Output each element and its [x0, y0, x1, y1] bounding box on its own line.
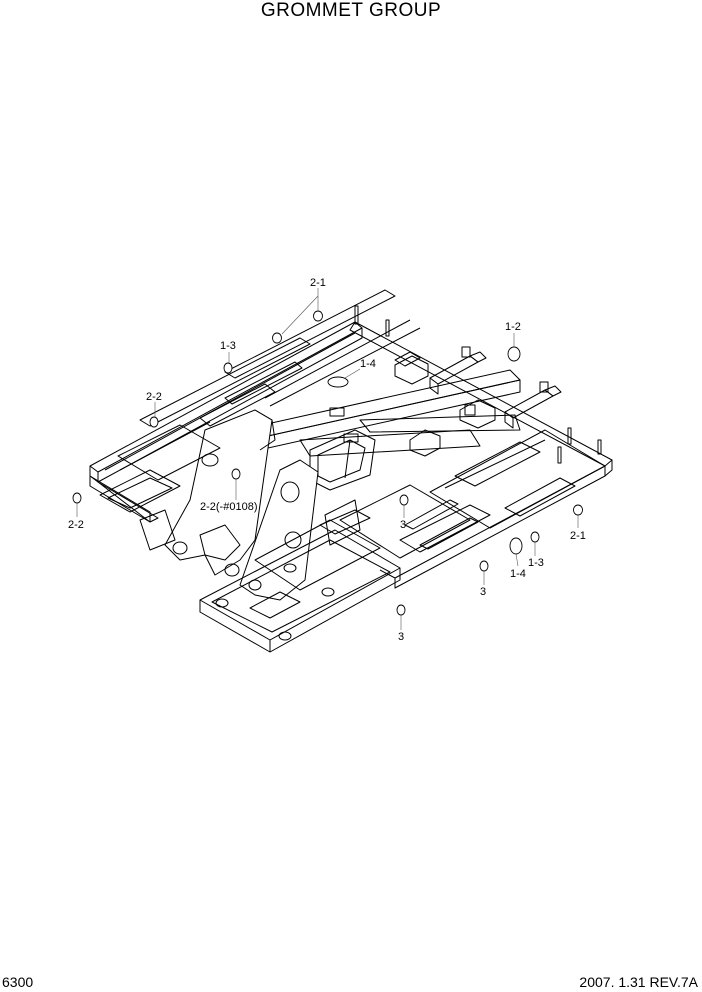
grommet-2-1-top-b [272, 332, 282, 344]
callout-2-2-serial: 2-2(-#0108) [200, 501, 257, 513]
callout-1-4-bottom: 1-4 [510, 568, 526, 580]
page-title: GROMMET GROUP [260, 0, 442, 21]
grommet-3-right [479, 560, 489, 572]
callout-1-4-top: 1-4 [360, 358, 376, 370]
callout-2-2-upper: 2-2 [146, 391, 162, 403]
revision-date: 2007. 1.31 REV.7A [579, 974, 698, 990]
callout-2-1-top: 2-1 [310, 277, 326, 289]
grommet-1-2 [507, 346, 521, 362]
callout-1-3-bottom: 1-3 [528, 557, 544, 569]
grommet-1-4-bottom [509, 537, 523, 555]
frame-line-art [89, 289, 613, 653]
callout-3-center: 3 [400, 519, 406, 531]
leader-lines [76, 288, 579, 630]
grommet-2-2-lower [72, 492, 82, 504]
grommet-1-3-bottom [530, 531, 540, 543]
grommet-2-1-top-a [313, 310, 323, 322]
grommet-3-center [399, 494, 409, 506]
grommet-3-bottom [396, 604, 406, 616]
page-number: 6300 [2, 974, 34, 990]
grommet-2-2-serial [231, 468, 241, 480]
callout-2-1-right: 2-1 [570, 530, 586, 542]
grommet-2-1-right [573, 504, 583, 516]
callout-3-right: 3 [480, 586, 486, 598]
grommet-1-4-top [327, 376, 349, 388]
callout-1-2: 1-2 [505, 321, 521, 333]
callout-3-bottom: 3 [398, 631, 404, 643]
callout-1-3-left: 1-3 [220, 340, 236, 352]
callout-2-2-lower: 2-2 [68, 519, 84, 531]
grommet-1-3-left [223, 362, 233, 374]
grommet-2-2-upper [149, 416, 159, 428]
